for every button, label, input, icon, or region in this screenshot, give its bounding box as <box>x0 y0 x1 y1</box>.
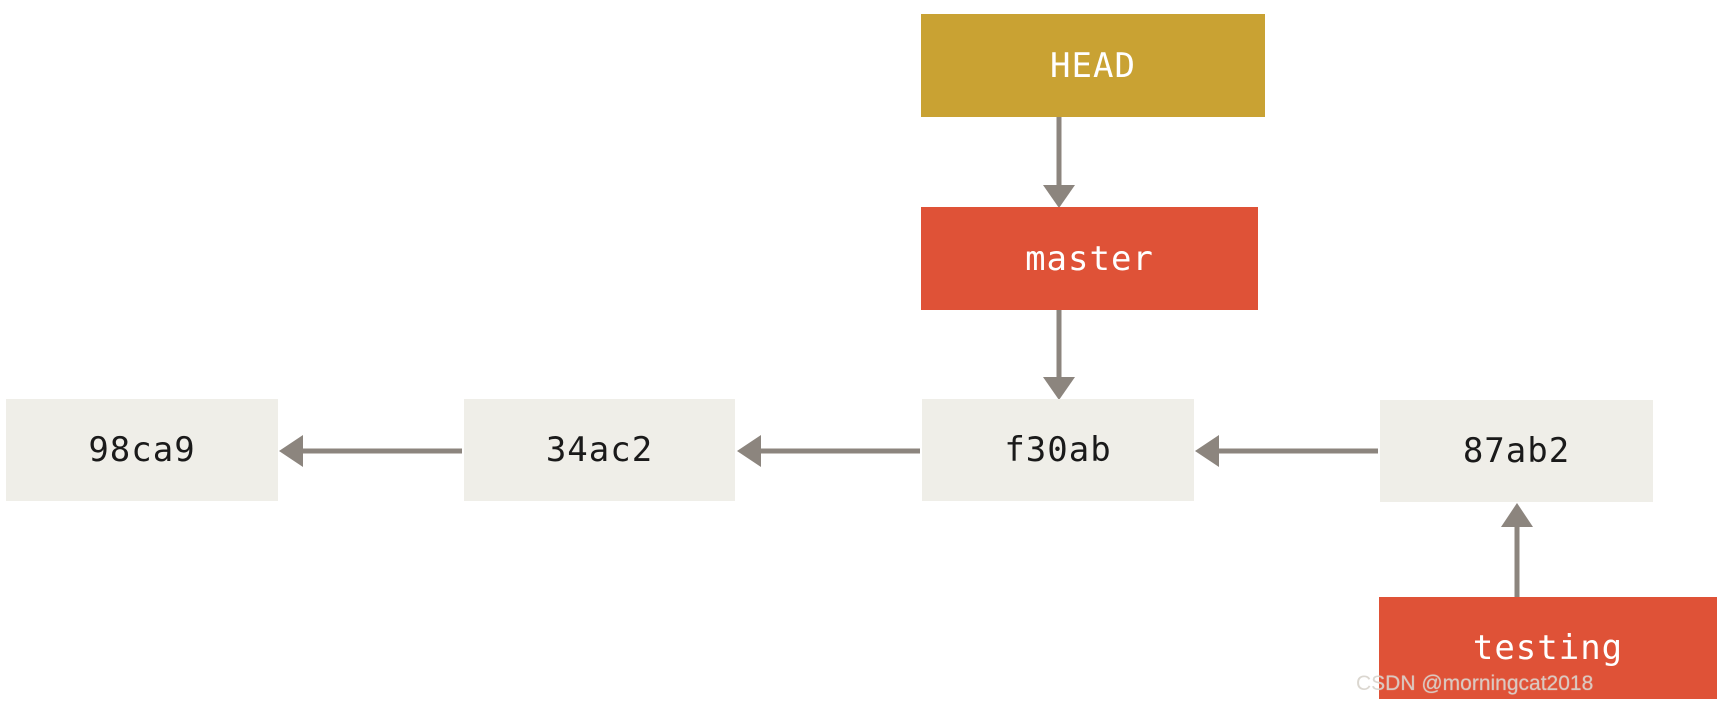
edge-34ac2-to-98ca9 <box>279 435 462 467</box>
node-commit-98ca9-label: 98ca9 <box>88 430 196 470</box>
node-commit-34ac2[interactable]: 34ac2 <box>464 399 735 501</box>
node-commit-f30ab[interactable]: f30ab <box>922 399 1194 501</box>
node-branch-testing-label: testing <box>1472 628 1624 668</box>
node-commit-87ab2[interactable]: 87ab2 <box>1380 400 1653 502</box>
edge-f30ab-to-34ac2 <box>737 435 920 467</box>
watermark: CSDN @morningcat2018 <box>1356 672 1594 695</box>
node-commit-87ab2-label: 87ab2 <box>1462 431 1571 471</box>
node-branch-testing[interactable]: testing <box>1379 597 1717 699</box>
node-head[interactable]: HEAD <box>921 14 1265 117</box>
node-commit-98ca9[interactable]: 98ca9 <box>6 399 278 501</box>
edge-master-to-f30ab <box>1043 310 1075 400</box>
node-commit-34ac2-label: 34ac2 <box>545 430 654 470</box>
node-head-label: HEAD <box>1050 45 1136 86</box>
node-branch-master[interactable]: master <box>921 207 1258 310</box>
edge-testing-to-87ab2 <box>1501 503 1533 597</box>
edge-head-to-master <box>1043 117 1075 208</box>
node-branch-master-label: master <box>1025 238 1154 279</box>
edge-87ab2-to-f30ab <box>1195 435 1378 467</box>
node-commit-f30ab-label: f30ab <box>1004 430 1112 470</box>
